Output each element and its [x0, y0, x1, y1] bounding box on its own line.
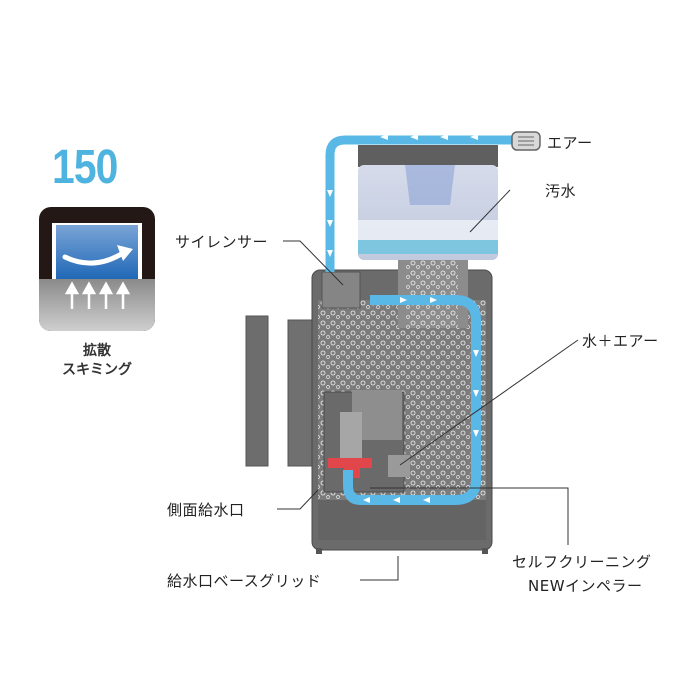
badge-caption: 拡散 スキミング [40, 342, 154, 380]
label-impeller-line1: セルフクリーニング [512, 553, 652, 571]
model-number: 150 [52, 141, 118, 194]
label-dirty-water: 汚水 [545, 182, 577, 200]
badge-caption-line1: 拡散 [83, 343, 111, 359]
label-impeller-line2: NEWインペラー [528, 577, 643, 595]
label-air: エアー [547, 134, 593, 152]
label-side-inlet: 側面給水口 [167, 501, 245, 519]
diffusion-skimming-icon [39, 207, 155, 331]
label-water-air: 水＋エアー [582, 332, 659, 350]
label-base-grid: 給水口ベースグリッド [167, 572, 322, 590]
label-silencer: サイレンサー [175, 233, 269, 251]
badge-caption-line2: スキミング [62, 362, 132, 378]
